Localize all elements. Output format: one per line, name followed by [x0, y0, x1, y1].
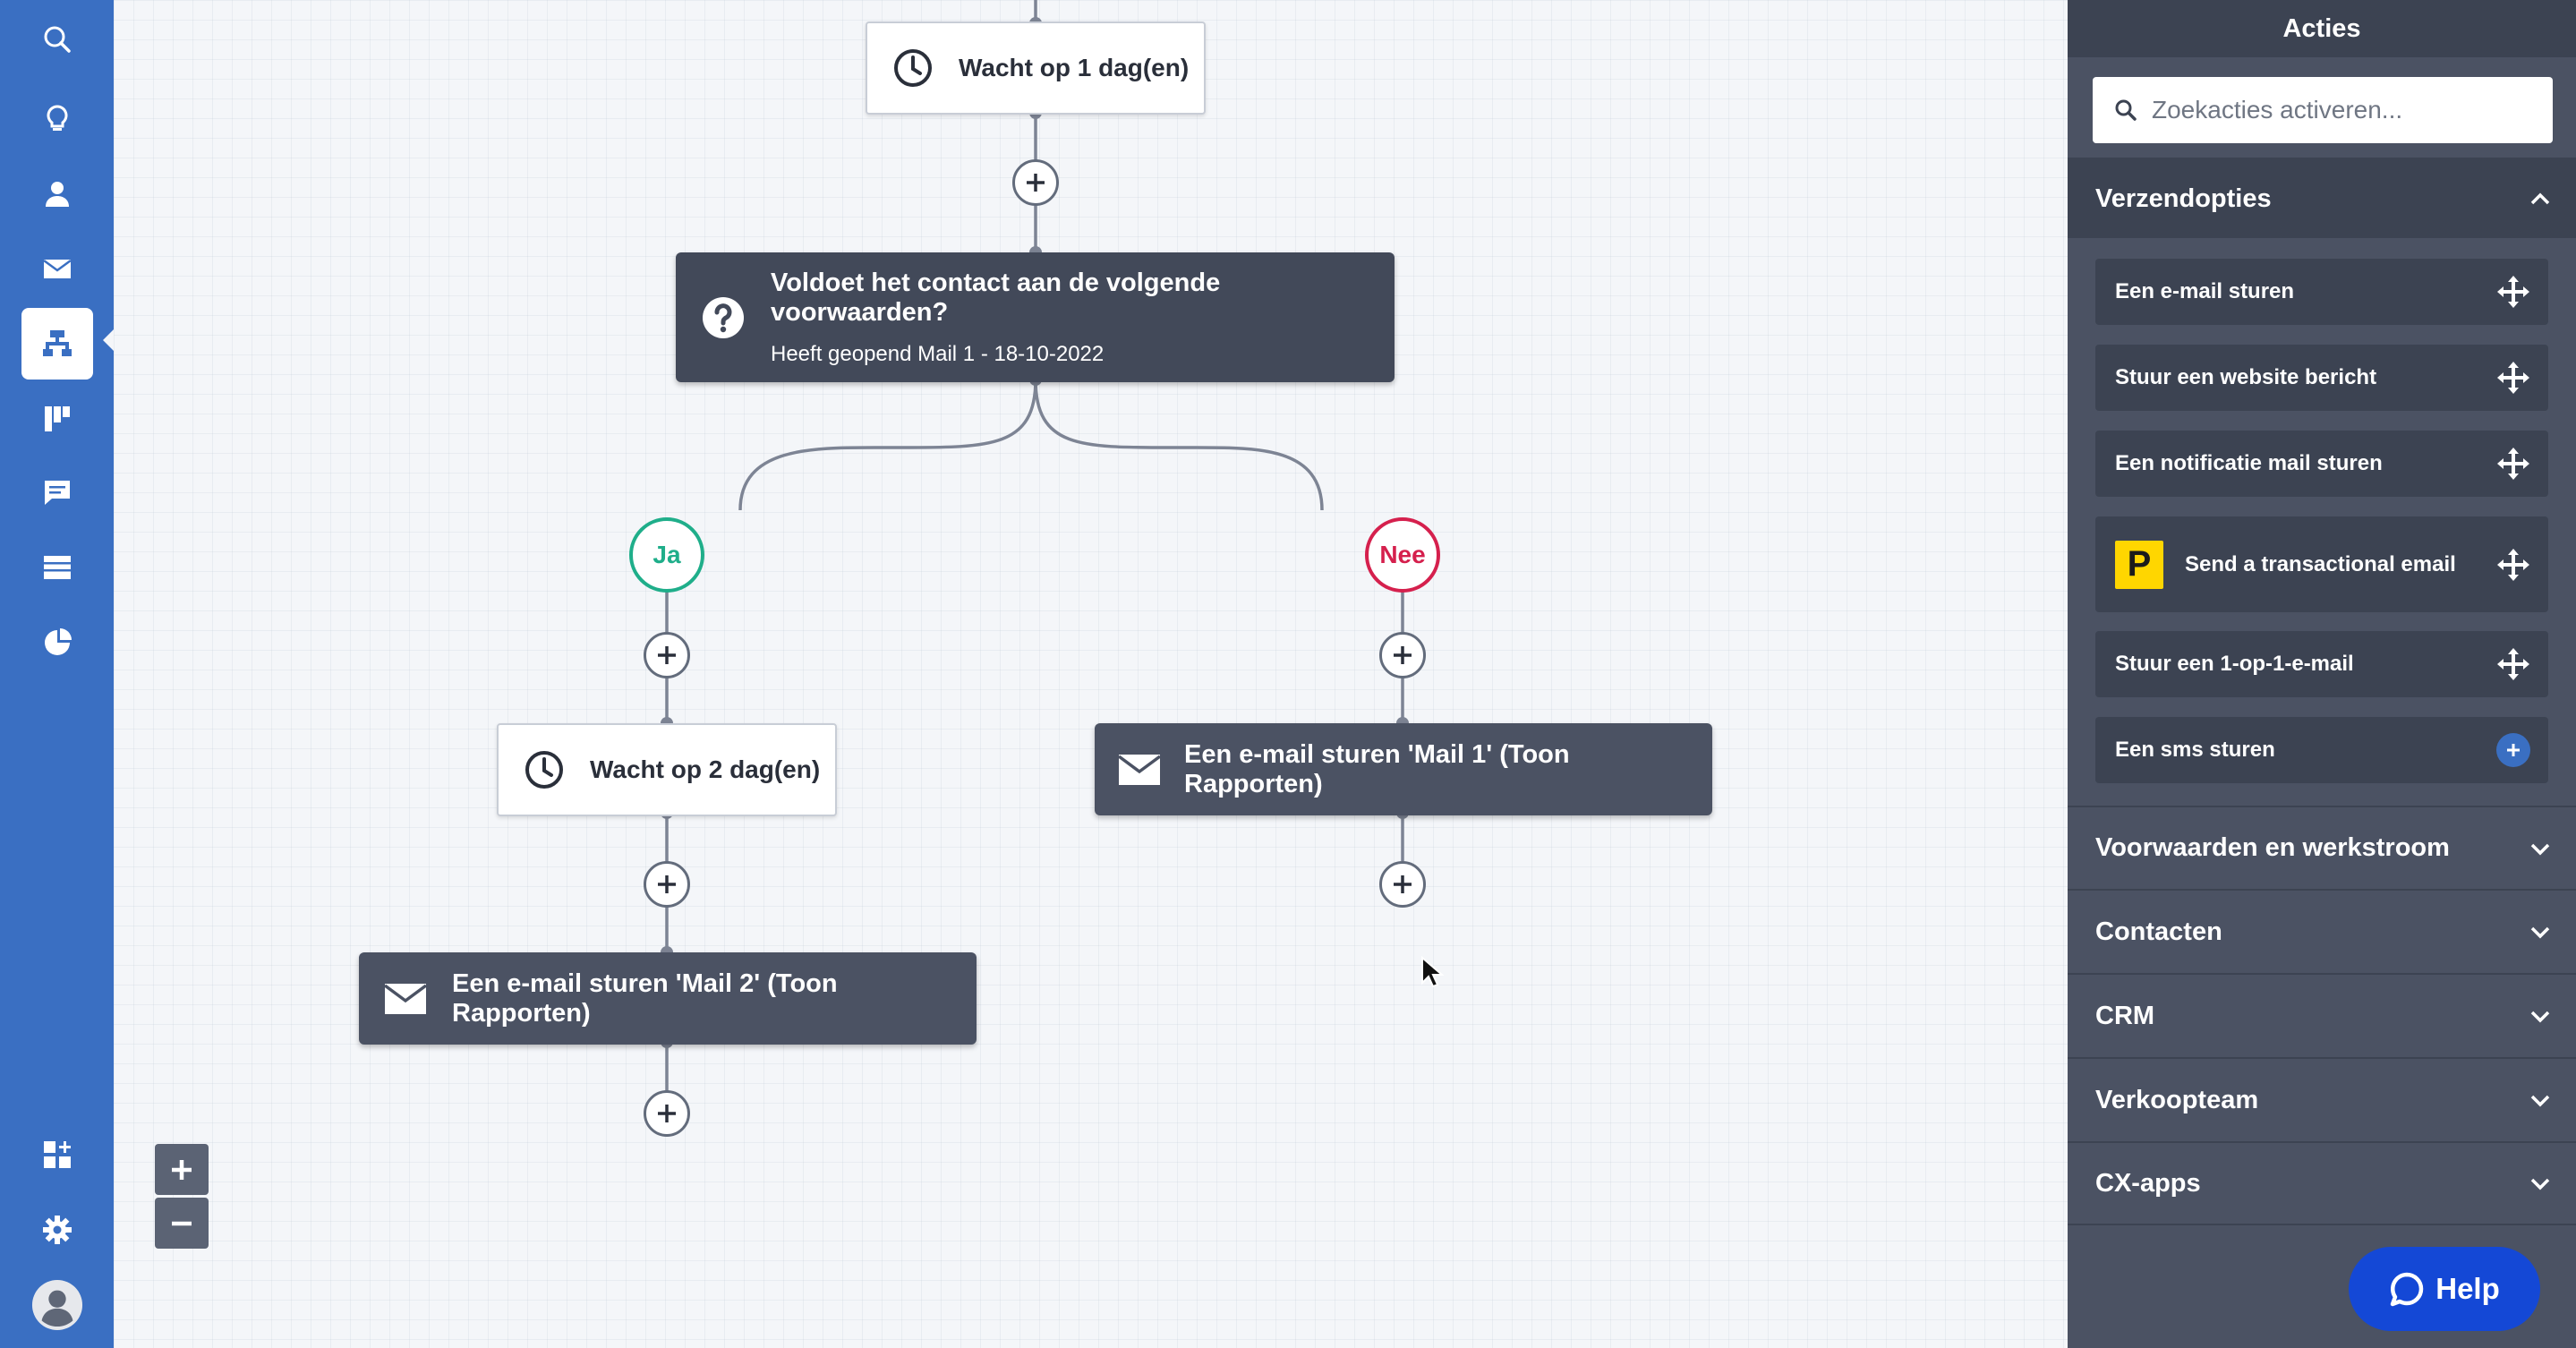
action-label: Een notificatie mail sturen: [2115, 451, 2383, 475]
add-icon[interactable]: [2496, 733, 2530, 767]
section-conditions-label: Voorwaarden en werkstroom: [2095, 833, 2450, 862]
action-search-input[interactable]: [2150, 95, 2529, 125]
search-icon[interactable]: [21, 4, 93, 75]
email-step-mail-1[interactable]: Een e-mail sturen 'Mail 1' (Toon Rapport…: [1095, 723, 1712, 815]
workflow-canvas[interactable]: Wacht op 1 dag(en) Voldoet het contact a…: [114, 0, 2068, 1348]
mouse-cursor-icon: [1421, 956, 1444, 988]
chevron-up-icon: [2530, 192, 2550, 205]
add-apps-icon[interactable]: [21, 1119, 93, 1190]
add-step-button[interactable]: [644, 861, 690, 908]
zoom-in-button[interactable]: [155, 1144, 209, 1195]
email-step-mail-2[interactable]: Een e-mail sturen 'Mail 2' (Toon Rapport…: [359, 952, 977, 1045]
plus-icon: [1394, 646, 1412, 664]
email-step-mail-1-label: Een e-mail sturen 'Mail 1' (Toon Rapport…: [1184, 739, 1570, 798]
section-contacts[interactable]: Contacten: [2068, 889, 2576, 973]
move-icon[interactable]: [2496, 548, 2530, 582]
action-label: Een e-mail sturen: [2115, 279, 2295, 303]
move-icon[interactable]: [2496, 647, 2530, 681]
section-verzendopties[interactable]: Verzendopties: [2068, 158, 2576, 238]
postmark-logo: P: [2115, 540, 2163, 589]
zoom-out-button[interactable]: [155, 1198, 209, 1249]
browser-icon[interactable]: [21, 532, 93, 603]
action-one-to-one-email[interactable]: Stuur een 1-op-1-e-mail: [2095, 631, 2548, 697]
question-icon: [676, 295, 771, 340]
branch-no-badge: Nee: [1365, 517, 1440, 593]
lightbulb-icon[interactable]: [21, 82, 93, 154]
gear-icon[interactable]: [21, 1194, 93, 1266]
chevron-down-icon: [2530, 926, 2550, 939]
move-icon[interactable]: [2496, 275, 2530, 309]
pie-chart-icon[interactable]: [21, 607, 93, 678]
plus-icon: [658, 1105, 676, 1122]
search-icon: [2115, 99, 2137, 121]
wait-step-2[interactable]: Wacht op 2 dag(en): [497, 723, 837, 816]
action-label: Send a transactional email: [2185, 551, 2456, 576]
add-step-button[interactable]: [1012, 159, 1059, 206]
clock-icon: [499, 749, 590, 790]
section-sales-team-label: Verkoopteam: [2095, 1085, 2259, 1114]
action-search-box[interactable]: [2093, 77, 2553, 143]
chat-icon[interactable]: [21, 456, 93, 528]
action-notification-mail[interactable]: Een notificatie mail sturen: [2095, 431, 2548, 497]
plus-icon: [1394, 875, 1412, 893]
plus-icon: [658, 875, 676, 893]
section-cx-apps-label: CX-apps: [2095, 1168, 2201, 1198]
section-sales-team[interactable]: Verkoopteam: [2068, 1057, 2576, 1141]
section-crm-label: CRM: [2095, 1001, 2155, 1030]
section-contacts-label: Contacten: [2095, 917, 2222, 946]
condition-subtitle: Heeft geopend Mail 1 - 18-10-2022: [771, 341, 1105, 366]
add-step-button[interactable]: [644, 632, 690, 678]
move-icon[interactable]: [2496, 447, 2530, 481]
add-step-button[interactable]: [1379, 861, 1426, 908]
section-crm[interactable]: CRM: [2068, 973, 2576, 1057]
envelope-icon: [359, 983, 452, 1014]
action-send-sms[interactable]: Een sms sturen: [2095, 717, 2548, 783]
add-step-button[interactable]: [644, 1090, 690, 1137]
automation-icon[interactable]: [21, 308, 93, 380]
action-label: Stuur een 1-op-1-e-mail: [2115, 652, 2354, 676]
chevron-down-icon: [2530, 1095, 2550, 1107]
wait-step-1-label: Wacht op 1 dag(en): [959, 54, 1190, 81]
chevron-down-icon: [2530, 843, 2550, 855]
left-navigation: [0, 0, 114, 1348]
action-transactional-email[interactable]: P Send a transactional email: [2095, 516, 2548, 612]
move-icon[interactable]: [2496, 361, 2530, 395]
panel-title: Acties: [2068, 0, 2576, 57]
add-step-button[interactable]: [1379, 632, 1426, 678]
plus-icon: [172, 1159, 192, 1180]
email-step-mail-2-label: Een e-mail sturen 'Mail 2' (Toon Rapport…: [452, 968, 838, 1028]
branch-yes-badge: Ja: [629, 517, 704, 593]
active-indicator: [103, 329, 114, 351]
wait-step-1[interactable]: Wacht op 1 dag(en): [866, 21, 1206, 115]
chat-bubble-icon: [2390, 1272, 2424, 1307]
action-send-email[interactable]: Een e-mail sturen: [2095, 259, 2548, 325]
condition-title: Voldoet het contact aan de volgende voor…: [771, 268, 1221, 327]
section-conditions[interactable]: Voorwaarden en werkstroom: [2068, 806, 2576, 889]
help-button[interactable]: Help: [2349, 1247, 2540, 1331]
envelope-icon: [1095, 754, 1184, 785]
action-label: Stuur een website bericht: [2115, 365, 2377, 389]
condition-step[interactable]: Voldoet het contact aan de volgende voor…: [676, 252, 1395, 382]
action-website-message[interactable]: Stuur een website bericht: [2095, 345, 2548, 411]
envelope-icon[interactable]: [21, 233, 93, 304]
chevron-down-icon: [2530, 1011, 2550, 1023]
person-icon[interactable]: [21, 158, 93, 229]
section-verzendopties-label: Verzendopties: [2095, 183, 2272, 213]
kanban-icon[interactable]: [21, 383, 93, 455]
section-cx-apps[interactable]: CX-apps: [2068, 1141, 2576, 1225]
plus-icon: [658, 646, 676, 664]
clock-icon: [867, 47, 959, 89]
user-avatar-icon[interactable]: [21, 1269, 93, 1341]
connector-lines: [661, 0, 1409, 1106]
help-label: Help: [2435, 1272, 2500, 1305]
action-label: Een sms sturen: [2115, 738, 2275, 762]
plus-icon: [1027, 174, 1045, 192]
actions-panel: Acties Verzendopties Een e-mail sturen S…: [2068, 0, 2576, 1348]
wait-step-2-label: Wacht op 2 dag(en): [590, 755, 821, 783]
chevron-down-icon: [2530, 1178, 2550, 1190]
minus-icon: [172, 1221, 192, 1225]
